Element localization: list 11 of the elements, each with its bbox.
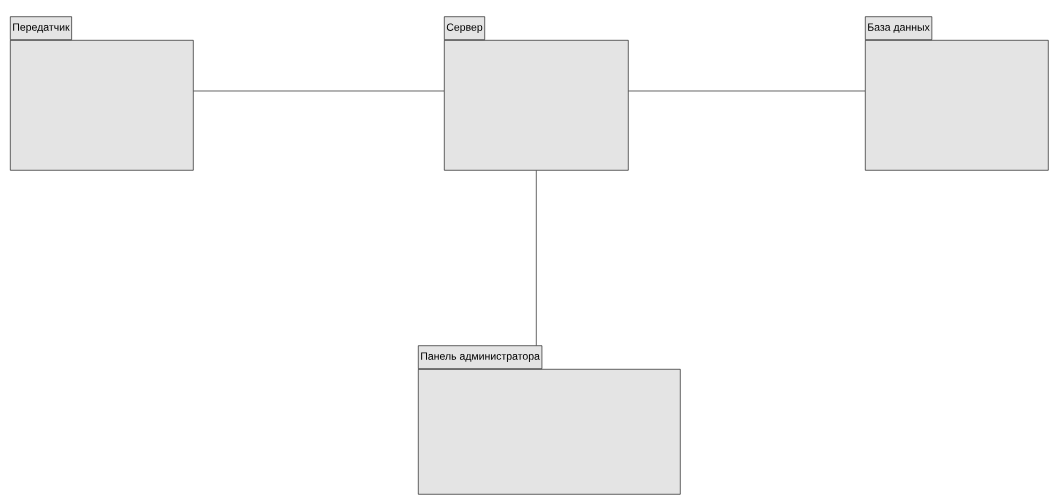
node-label: Передатчик <box>13 23 70 33</box>
connector-line <box>193 90 445 92</box>
node-label: Панель администратора <box>421 352 540 362</box>
connector-line <box>628 90 866 92</box>
package-box: База данных <box>865 16 1049 171</box>
package-box: Передатчик <box>10 16 194 171</box>
node-label: База данных <box>868 23 930 33</box>
package-box: Панель администратора <box>418 345 681 495</box>
package-box: Сервер <box>444 16 629 171</box>
node-label: Сервер <box>446 23 483 33</box>
connector-line <box>536 170 537 346</box>
